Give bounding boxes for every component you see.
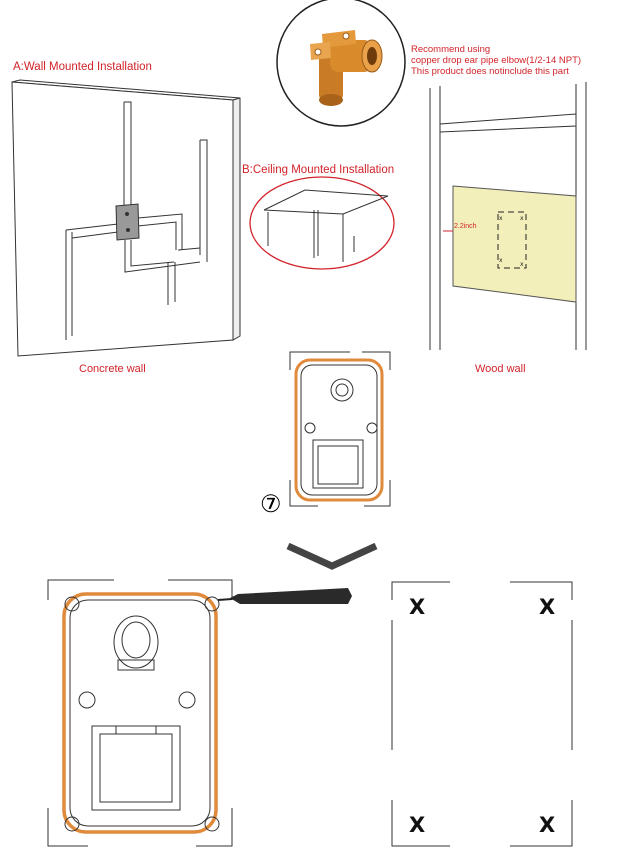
- template-mark: X: [539, 595, 556, 619]
- down-arrow-chevron: [286, 542, 378, 570]
- copper-elbow-illustration: [276, 0, 406, 127]
- recommend-note: Recommend using copper drop ear pipe elb…: [411, 44, 581, 77]
- step-number: ⑦: [260, 491, 282, 518]
- svg-text:x: x: [520, 261, 524, 268]
- ceiling-mounted-label: B:Ceiling Mounted Installation: [242, 164, 395, 176]
- ceiling-mounted-drawing: [249, 176, 395, 270]
- wood-board-marks: x x x x: [499, 215, 524, 268]
- svg-text:x: x: [499, 257, 503, 264]
- mounting-bracket: [115, 203, 140, 241]
- wall-mounted-label: A:Wall Mounted Installation: [13, 61, 152, 73]
- wood-wall-drawing: [429, 82, 587, 350]
- template-mark: X: [409, 813, 426, 837]
- distance-label: 2.2inch: [454, 223, 477, 230]
- valve-small: [289, 351, 391, 507]
- svg-text:x: x: [499, 215, 503, 222]
- template-mark: X: [539, 813, 556, 837]
- wood-wall-label: Wood wall: [475, 363, 526, 375]
- valve-large: [47, 579, 233, 847]
- concrete-wall-label: Concrete wall: [79, 363, 146, 375]
- marker-pen: [217, 588, 352, 604]
- recommend-line: copper drop ear pipe elbow(1/2-14 NPT): [411, 55, 582, 66]
- svg-text:x: x: [520, 215, 524, 222]
- recommend-line: This product does notinclude this part: [411, 66, 569, 77]
- template-mark: X: [409, 595, 426, 619]
- mounting-template: [391, 581, 573, 847]
- recommend-line: Recommend using: [411, 44, 491, 55]
